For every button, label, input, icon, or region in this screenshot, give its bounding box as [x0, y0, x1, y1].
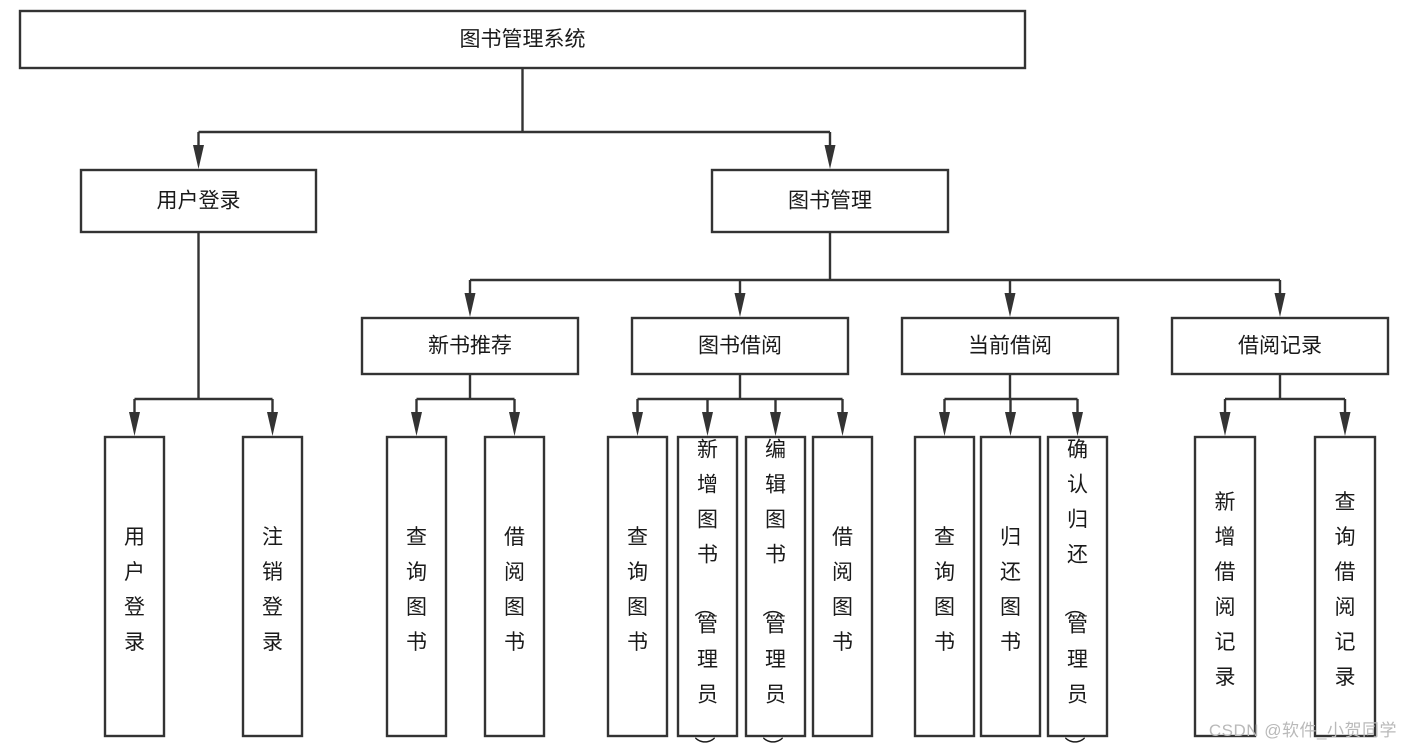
node-label: 图书借阅 [698, 335, 782, 358]
node-box[interactable] [1170, 316, 1390, 376]
node-label: 新增图书（管理员） [692, 438, 718, 747]
node-label: 查询借阅记录 [1335, 491, 1356, 689]
node-leaf-add-record[interactable]: 新增借阅记录 [1193, 435, 1257, 738]
arrow-head-icon [770, 412, 781, 436]
connector-group-new-book-recommend [411, 374, 520, 436]
connector-group-root [193, 68, 836, 169]
node-label: 图书管理 [788, 190, 872, 213]
node-label: 查询图书 [627, 526, 648, 654]
node-label: 用户登录 [124, 526, 145, 654]
node-box[interactable] [18, 9, 1027, 70]
arrow-head-icon [1274, 293, 1286, 317]
arrow-head-icon [193, 145, 204, 169]
arrow-head-icon [824, 145, 836, 169]
arrow-head-icon [129, 412, 140, 436]
node-leaf-user-logout[interactable]: 注销登录 [241, 435, 304, 738]
node-box[interactable] [1313, 435, 1377, 738]
node-box[interactable] [606, 435, 669, 738]
arrow-head-icon [702, 412, 713, 436]
node-leaf-return-book[interactable]: 归还图书 [979, 435, 1042, 738]
watermark-label: CSDN @软件_小贺同学 [1208, 721, 1397, 740]
node-label: 新书推荐 [428, 335, 512, 358]
node-label: 查询图书 [406, 526, 427, 654]
node-box[interactable] [676, 435, 739, 738]
arrow-head-icon [1005, 412, 1016, 436]
node-box[interactable] [483, 435, 546, 738]
node-label: 归还图书 [1000, 526, 1021, 654]
node-borrow-record[interactable]: 借阅记录 [1170, 316, 1390, 376]
node-label: 借阅记录 [1238, 335, 1322, 358]
arrow-head-icon [939, 412, 950, 436]
node-label: 查询图书 [934, 526, 955, 654]
node-label: 注销登录 [262, 526, 283, 654]
node-root[interactable]: 图书管理系统 [18, 9, 1027, 70]
node-box[interactable] [710, 168, 950, 234]
node-layer: 图书管理系统用户登录图书管理新书推荐图书借阅当前借阅借阅记录用户登录注销登录查询… [18, 9, 1390, 747]
node-leaf-borrow-book-rec[interactable]: 借阅图书 [483, 435, 546, 738]
connector-group-user-login [129, 232, 278, 436]
node-leaf-confirm-return[interactable]: 确认归还（管理员） [1046, 435, 1109, 747]
node-leaf-edit-book[interactable]: 编辑图书（管理员） [744, 435, 807, 747]
node-label: 图书管理系统 [460, 28, 586, 51]
node-user-login[interactable]: 用户登录 [79, 168, 318, 234]
arrow-head-icon [1219, 412, 1231, 436]
arrow-head-icon [411, 412, 422, 436]
node-label: 借阅图书 [504, 526, 525, 654]
arrow-head-icon [267, 412, 278, 436]
connector-group-borrow-record [1219, 374, 1351, 436]
arrow-head-icon [1004, 293, 1016, 317]
arrow-head-icon [734, 293, 746, 317]
node-leaf-add-book[interactable]: 新增图书（管理员） [676, 435, 739, 747]
node-label: 借阅图书 [832, 526, 853, 654]
node-leaf-borrow-book[interactable]: 借阅图书 [811, 435, 874, 738]
node-box[interactable] [913, 435, 976, 738]
node-leaf-query-record[interactable]: 查询借阅记录 [1313, 435, 1377, 738]
arrow-head-icon [837, 412, 848, 436]
arrow-head-icon [509, 412, 520, 436]
node-book-manage[interactable]: 图书管理 [710, 168, 950, 234]
connector-group-book-manage [464, 232, 1286, 317]
node-label: 编辑图书（管理员） [760, 438, 786, 747]
connector-group-current-borrow [939, 374, 1083, 436]
node-box[interactable] [241, 435, 304, 738]
node-leaf-query-book-rec[interactable]: 查询图书 [385, 435, 448, 738]
node-box[interactable] [103, 435, 166, 738]
node-box[interactable] [360, 316, 580, 376]
node-box[interactable] [979, 435, 1042, 738]
node-current-borrow[interactable]: 当前借阅 [900, 316, 1120, 376]
node-box[interactable] [630, 316, 850, 376]
connector-layer [129, 68, 1351, 436]
arrow-head-icon [632, 412, 643, 436]
node-leaf-query-book-borrow[interactable]: 查询图书 [606, 435, 669, 738]
node-label: 用户登录 [157, 190, 241, 213]
node-label: 新增借阅记录 [1215, 491, 1236, 689]
node-new-book-recommend[interactable]: 新书推荐 [360, 316, 580, 376]
arrow-head-icon [1072, 412, 1083, 436]
node-label: 当前借阅 [968, 335, 1052, 358]
connector-group-book-borrow [632, 374, 848, 436]
node-box[interactable] [79, 168, 318, 234]
node-label: 确认归还（管理员） [1062, 438, 1088, 747]
node-box[interactable] [811, 435, 874, 738]
node-box[interactable] [1193, 435, 1257, 738]
node-box[interactable] [1046, 435, 1109, 738]
arrow-head-icon [1339, 412, 1351, 436]
node-box[interactable] [900, 316, 1120, 376]
arrow-head-icon [464, 293, 476, 317]
node-leaf-query-book-cur[interactable]: 查询图书 [913, 435, 976, 738]
node-box[interactable] [385, 435, 448, 738]
node-book-borrow[interactable]: 图书借阅 [630, 316, 850, 376]
node-box[interactable] [744, 435, 807, 738]
node-leaf-user-login[interactable]: 用户登录 [103, 435, 166, 738]
